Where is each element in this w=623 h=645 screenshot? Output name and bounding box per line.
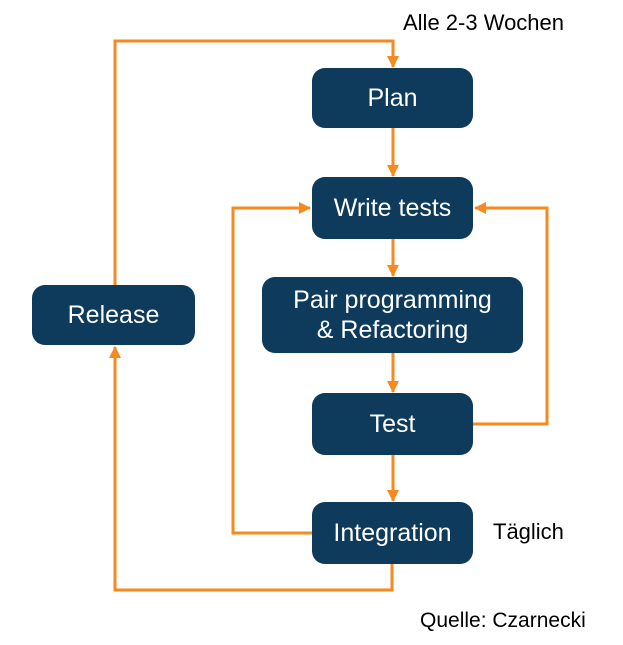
daily-label: Täglich: [493, 519, 564, 544]
node-plan-label: Plan: [367, 83, 418, 112]
node-integration: Integration: [312, 502, 473, 564]
node-plan: Plan: [312, 68, 473, 128]
node-write-tests-label: Write tests: [333, 193, 452, 222]
node-test-label: Test: [369, 409, 416, 438]
arrow-test-to-write-tests-loop: [473, 202, 549, 426]
node-release: Release: [32, 285, 195, 345]
node-pair-programming-refactoring: Pair programming & Refactoring: [262, 277, 523, 353]
node-release-label: Release: [67, 300, 160, 329]
node-integration-label: Integration: [333, 518, 452, 547]
node-pair-programming-refactoring-label: Pair programming & Refactoring: [293, 285, 492, 345]
arrow-release-to-plan: [113, 39, 399, 285]
arrow-integration-to-write-tests-loop: [231, 202, 312, 535]
node-write-tests: Write tests: [312, 177, 473, 239]
source-label: Quelle: Czarnecki: [420, 609, 586, 632]
arrow-integration-to-release-loop: [109, 346, 394, 592]
cycle-interval-label: Alle 2-3 Wochen: [403, 10, 565, 35]
node-test: Test: [312, 393, 473, 455]
